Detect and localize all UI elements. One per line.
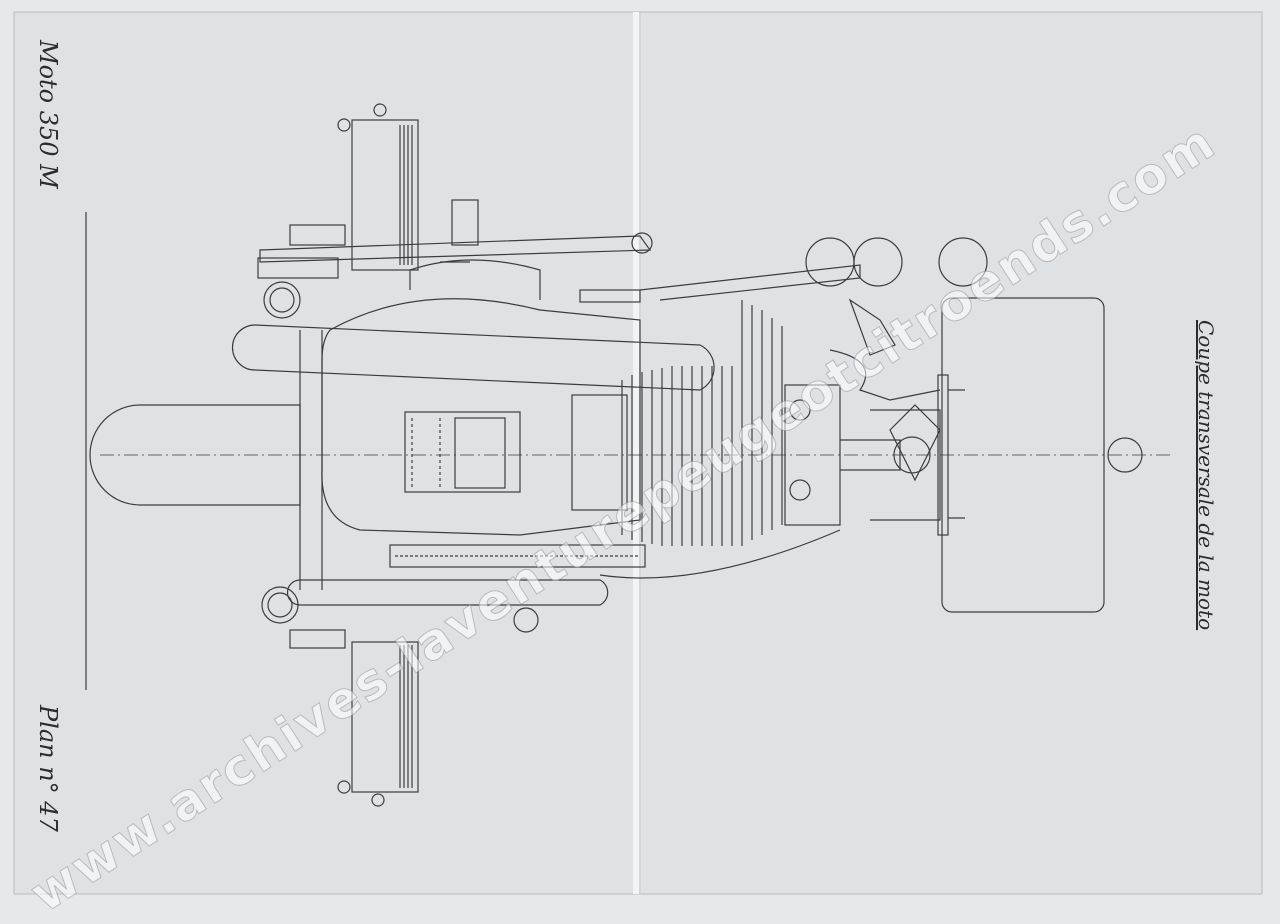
cylinder-head — [784, 384, 841, 526]
top-cover — [409, 259, 541, 300]
drawing-title: Moto 350 M — [34, 40, 62, 189]
crankcase-window — [404, 411, 521, 493]
steering-head — [889, 404, 941, 482]
grip-circle-far — [938, 237, 988, 287]
grip-circle-right — [853, 237, 903, 287]
axle-bottom — [261, 586, 299, 624]
chain — [389, 544, 646, 568]
headlamp-center — [1107, 437, 1143, 473]
tyre — [89, 404, 301, 506]
footrest-top — [351, 119, 419, 271]
crankcase — [321, 298, 641, 536]
motorcycle-cross-section — [85, 103, 1170, 807]
lower-tube — [286, 579, 609, 606]
cylinder-fins — [571, 300, 783, 546]
axle-top — [263, 281, 301, 319]
headlamp-plate — [941, 297, 1105, 613]
footrest-bottom — [351, 641, 419, 793]
section-caption: Coupe transversale de la moto — [1194, 320, 1218, 631]
upper-tube — [231, 324, 715, 391]
plan-number: Plan n° 47 — [34, 705, 62, 832]
exhaust — [829, 349, 941, 401]
